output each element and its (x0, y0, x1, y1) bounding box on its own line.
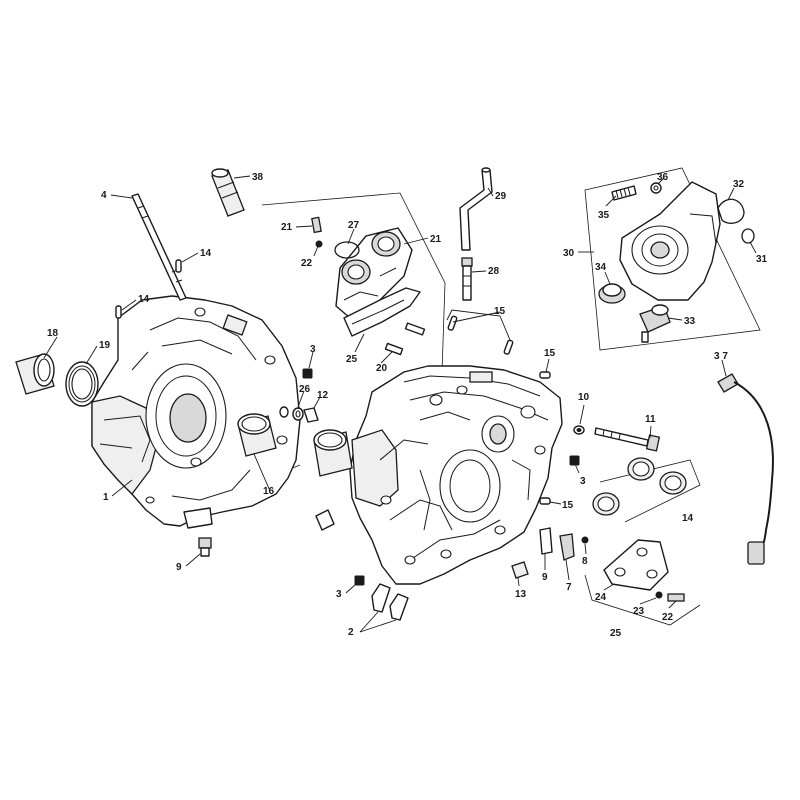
callout-18: 19 (99, 340, 111, 351)
callout-27: 27 (348, 220, 360, 231)
callout-26: 26 (299, 384, 311, 395)
callout-33: 33 (684, 316, 696, 327)
part-18-seal (65, 361, 99, 407)
part-38-pin (211, 168, 245, 217)
part-5-drain-bolt (198, 537, 212, 557)
part-11-long-bolt (594, 427, 661, 452)
callout-12: 14 (682, 513, 694, 524)
part-24-bracket (603, 539, 669, 591)
left-crankcase (91, 295, 301, 529)
part-oil-fitting (315, 509, 335, 531)
part-16-bushing (15, 353, 55, 395)
part-4-stud (131, 193, 187, 301)
callout-29: 29 (495, 191, 507, 202)
callout-25: 25 (610, 628, 622, 639)
part-3-plugs (354, 455, 580, 586)
part-27-o-ring (334, 241, 360, 259)
callout-22-a: 22 (301, 258, 313, 269)
callout-21-a: 21 (281, 222, 293, 233)
part-10-washer (573, 425, 585, 435)
callout-28: 28 (488, 266, 500, 277)
callout-14-a: 14 (200, 248, 212, 259)
callout-31: 31 (756, 254, 768, 265)
part-19-cover (335, 227, 413, 319)
part-26-9-small-parts (279, 406, 319, 423)
callout-22-b: 23 (633, 606, 645, 617)
callout-21-b: 22 (662, 612, 674, 623)
callout-5: 9 (176, 562, 182, 573)
callout-37: 3 7 (714, 351, 728, 362)
callout-labels: 38 4 14 14 18 19 1 9 3 26 12 16 21 22 27… (47, 172, 768, 639)
callout-3-b: 3 (580, 476, 586, 487)
part-35-spring (611, 185, 637, 201)
part-9-sleeve-lower (511, 561, 529, 579)
part-34-plug (598, 283, 626, 304)
part-15-dowel-pins (539, 371, 551, 505)
callout-15-b: 15 (562, 500, 574, 511)
callout-7: 7 (566, 582, 572, 593)
callout-6: 9 (542, 572, 548, 583)
part-21-22-screw-top (311, 216, 323, 248)
part-33-sender (639, 304, 671, 343)
callout-3-a: 3 (310, 344, 316, 355)
part-13-bearings (237, 413, 353, 477)
callout-1: 1 (103, 492, 109, 503)
callout-4: 4 (101, 190, 107, 201)
callout-16: 18 (47, 328, 59, 339)
callout-9-a: 12 (317, 390, 329, 401)
part-23-gasket (343, 287, 421, 337)
part-37-sensor (717, 373, 774, 565)
part-3-plug-upper (302, 368, 313, 379)
callout-34: 34 (595, 262, 607, 273)
callout-14-b: 14 (138, 294, 150, 305)
part-2-fittings (371, 583, 409, 621)
callout-30: 30 (563, 248, 575, 259)
leader-lines (43, 175, 757, 633)
callout-2: 2 (348, 627, 354, 638)
part-12-bearings (592, 457, 687, 516)
callout-10: 10 (578, 392, 590, 403)
callout-9-b: 13 (515, 589, 527, 600)
callout-8: 8 (582, 556, 588, 567)
part-36-washer (650, 182, 662, 194)
callout-13: 16 (263, 486, 275, 497)
part-30-oil-pump (619, 181, 721, 301)
part-20-clips (384, 322, 426, 356)
callout-24: 24 (595, 592, 607, 603)
part-28-fitting (461, 257, 473, 301)
part-32-o-ring (717, 198, 745, 224)
part-21-22-screw-bottom (655, 591, 685, 602)
callout-19: 21 (430, 234, 442, 245)
right-crankcase (349, 365, 563, 585)
callout-3-c: 3 (336, 589, 342, 600)
part-6-7-8 (539, 527, 589, 561)
part-31-o-ring (741, 228, 755, 244)
callout-11: 11 (645, 414, 656, 425)
callout-20: 20 (376, 363, 388, 374)
callout-32: 32 (733, 179, 745, 190)
part-14-dowels (115, 259, 514, 355)
callout-15-a: 15 (544, 348, 556, 359)
part-29-breather-tube (459, 167, 493, 251)
callout-38: 38 (252, 172, 264, 183)
callout-14-c: 15 (494, 306, 506, 317)
callout-36: 36 (657, 172, 669, 183)
callout-23: 25 (346, 354, 358, 365)
callout-35: 35 (598, 210, 610, 221)
